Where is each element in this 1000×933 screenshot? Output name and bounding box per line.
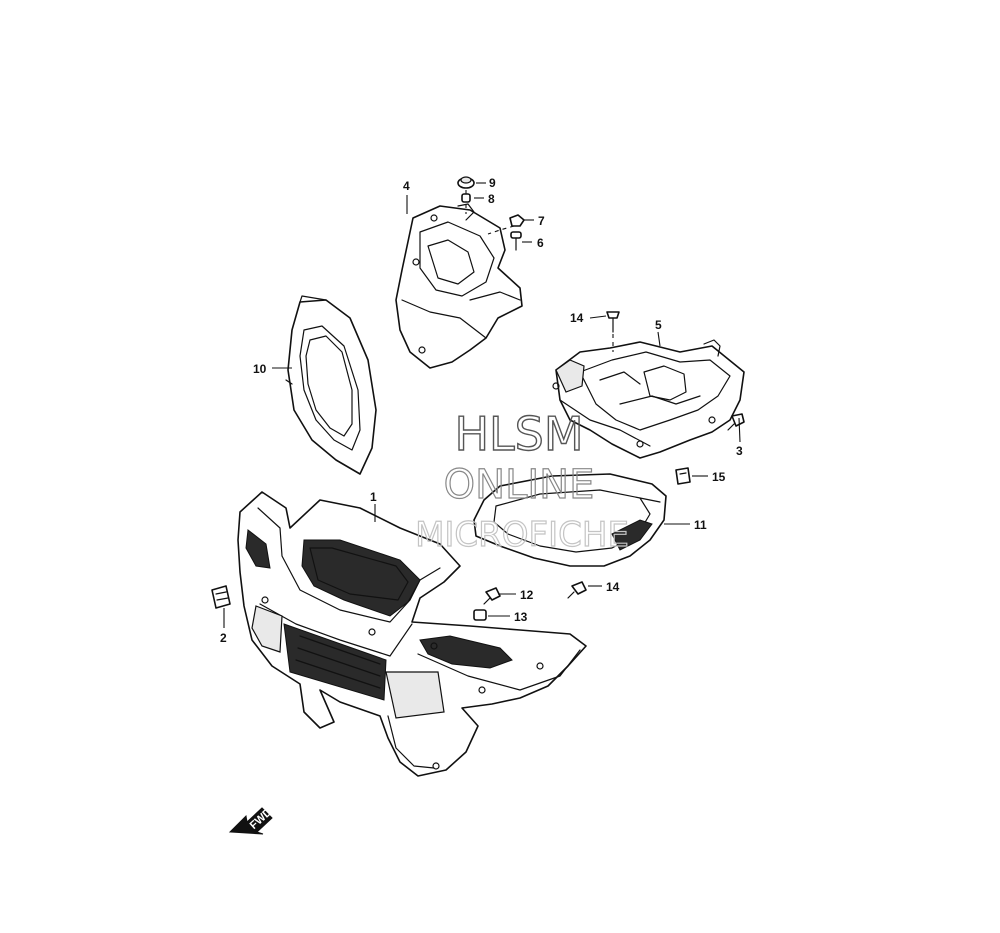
callout-13: 13 bbox=[514, 610, 528, 624]
callout-6: 6 bbox=[537, 236, 544, 250]
part-13-nut[interactable] bbox=[473, 609, 487, 621]
part-12-screw[interactable] bbox=[483, 587, 501, 605]
part-9-grommet[interactable] bbox=[457, 176, 475, 189]
watermark-line-1: HLSM bbox=[454, 407, 583, 461]
callout-5: 5 bbox=[655, 318, 662, 332]
watermark-line-3: MICROFICHE bbox=[415, 515, 629, 555]
callout-1: 1 bbox=[370, 490, 377, 504]
fwd-arrow-icon: FWD bbox=[228, 806, 274, 835]
part-8-collar[interactable] bbox=[461, 193, 471, 203]
callout-14-lower: 14 bbox=[606, 580, 620, 594]
part-10-headlight-housing[interactable] bbox=[285, 295, 377, 475]
callout-2: 2 bbox=[220, 631, 227, 645]
part-14-screw-top[interactable] bbox=[606, 311, 620, 333]
callout-15: 15 bbox=[712, 470, 726, 484]
callout-14-top: 14 bbox=[570, 311, 584, 325]
part-5-lower-bracket[interactable] bbox=[552, 339, 745, 459]
part-11-headlight-bezel[interactable] bbox=[473, 473, 667, 567]
part-2-clip[interactable] bbox=[211, 585, 231, 609]
callout-3: 3 bbox=[736, 444, 743, 458]
part-1-front-grille[interactable] bbox=[237, 491, 587, 777]
watermark-line-2: ONLINE bbox=[444, 462, 595, 508]
callout-8: 8 bbox=[488, 192, 495, 206]
part-15-clip[interactable] bbox=[675, 467, 691, 485]
callout-10: 10 bbox=[253, 362, 267, 376]
part-7-nut[interactable] bbox=[509, 214, 525, 227]
part-4-headlight-bracket[interactable] bbox=[395, 203, 523, 369]
callout-11: 11 bbox=[694, 518, 707, 532]
callout-9: 9 bbox=[489, 176, 496, 190]
callout-12: 12 bbox=[520, 588, 534, 602]
callout-7: 7 bbox=[538, 214, 545, 228]
callout-4: 4 bbox=[403, 179, 410, 193]
part-3-screw[interactable] bbox=[727, 413, 745, 431]
leader-lines bbox=[223, 182, 741, 628]
part-14-screw-lower[interactable] bbox=[567, 581, 587, 599]
watermark: HLSM ONLINE MICROFICHE bbox=[414, 406, 629, 555]
callout-labels: 4 9 8 7 6 10 14 5 3 15 11 1 12 13 14 2 bbox=[220, 176, 743, 645]
part-6-bolt[interactable] bbox=[510, 231, 522, 251]
